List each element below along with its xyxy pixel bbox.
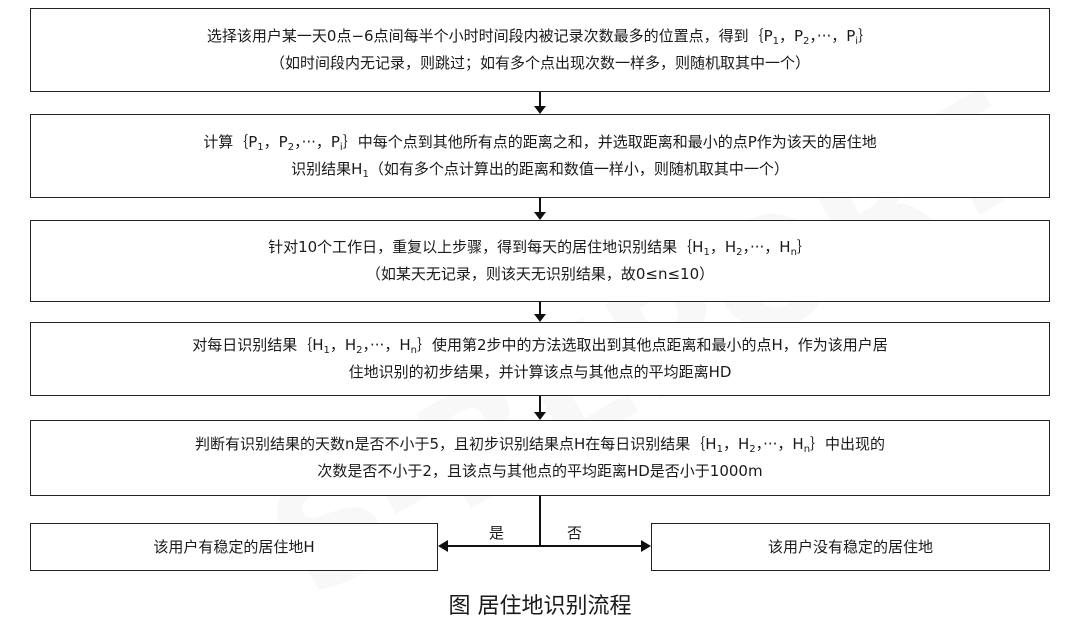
step-3-box: 针对10个工作日，重复以上步骤，得到每天的居住地识别结果｛H1，H2，···，H… [30,220,1050,302]
step-4-box: 对每日识别结果｛H1，H2，···，Hn｝使用第2步中的方法选取出到其他点距离和… [30,322,1050,396]
step-3-line-1: 针对10个工作日，重复以上步骤，得到每天的居住地识别结果｛H1，H2，···，H… [268,238,812,258]
yes-label: 是 [489,524,505,542]
step-3-line-2: （如某天无记录，则该天无识别结果，故0≤n≤10） [365,265,715,283]
step-2-box: 计算｛P1，P2，···，Pi｝中每个点到其他所有点的距离之和，并选取距离和最小… [30,114,1050,198]
step-1-box: 选择该用户某一天0点−6点间每半个小时时间段内被记录次数最多的位置点，得到｛P1… [30,8,1050,92]
step-1-line-2: （如时间段内无记录，则跳过；如有多个点出现次数一样多，则随机取其中一个） [269,54,810,72]
yes-branch-line [446,545,541,547]
step-4-line-2: 住地识别的初步结果，并计算该点与其他点的平均距离HD [348,363,732,381]
step-5-line-2: 次数是否不小于2，且该点与其他点的平均距离HD是否小于1000m [317,462,763,480]
step-1-line-1: 选择该用户某一天0点−6点间每半个小时时间段内被记录次数最多的位置点，得到｛P1… [206,27,874,47]
step-5-line-1: 判断有识别结果的天数n是否不小于5，且初步识别结果点H在每日识别结果｛H1，H2… [194,435,886,455]
step-4-line-1: 对每日识别结果｛H1，H2，···，Hn｝使用第2步中的方法选取出到其他点距离和… [192,336,888,356]
arrow-3 [534,302,546,322]
no-label: 否 [567,524,583,542]
arrow-4 [534,396,546,420]
yes-arrow-head [438,540,448,552]
no-result-box: 该用户没有稳定的居住地 [651,523,1050,571]
no-branch-line [539,545,641,547]
step-5-box: 判断有识别结果的天数n是否不小于5，且初步识别结果点H在每日识别结果｛H1，H2… [30,420,1050,496]
no-arrow-head [641,540,651,552]
decision-connector [539,496,541,546]
yes-result-box: 该用户有稳定的居住地H [30,523,438,571]
arrow-2 [534,198,546,220]
arrow-1 [534,92,546,114]
figure-caption: 图 居住地识别流程 [448,594,632,619]
step-2-line-2: 识别结果H1（如有多个点计算出的距离和数值一样小，则随机取其中一个） [291,160,789,180]
step-2-line-1: 计算｛P1，P2，···，Pi｝中每个点到其他所有点的距离之和，并选取距离和最小… [203,133,877,153]
